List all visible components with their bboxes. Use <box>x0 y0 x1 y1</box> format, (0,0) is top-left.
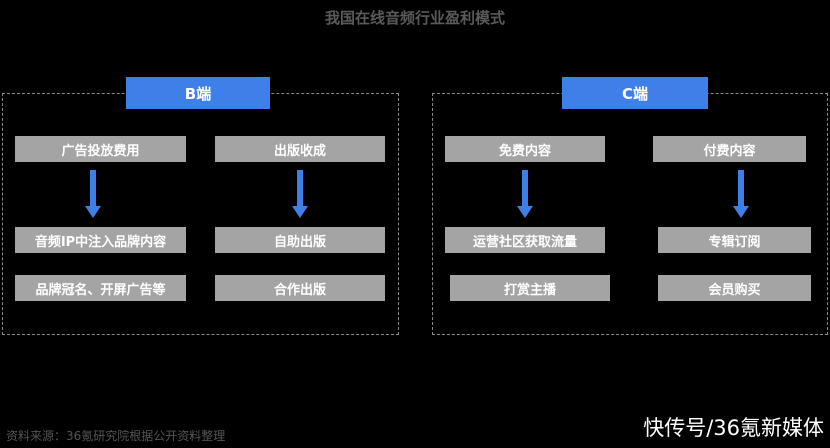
b-col1-arrow-down-icon <box>85 170 101 218</box>
b-co-publishing-box: 合作出版 <box>215 275 385 301</box>
source-note: 资料来源：36氪研究院根据公开资料整理 <box>6 429 226 443</box>
b-col2-arrow-down-icon <box>292 170 308 218</box>
b-publishing-income-box: 出版收成 <box>215 136 385 162</box>
b-sponsor-ads-box: 品牌冠名、开屏广告等 <box>15 275 186 301</box>
c-col2-arrow-down-icon <box>733 170 749 218</box>
c-tip-host-box: 打赏主播 <box>450 275 610 301</box>
c-free-content-box: 免费内容 <box>445 136 605 162</box>
b-side-label: B端 <box>126 77 270 109</box>
c-col1-arrow-down-icon <box>517 170 533 218</box>
b-self-publishing-box: 自助出版 <box>215 227 385 253</box>
watermark: 快传号/36氪新媒体 <box>643 416 824 440</box>
c-membership-box: 会员购买 <box>658 275 811 301</box>
b-ip-brand-box: 音频IP中注入品牌内容 <box>15 227 186 253</box>
b-ad-fee-box: 广告投放费用 <box>15 136 186 162</box>
c-album-subscription-box: 专辑订阅 <box>658 227 811 253</box>
diagram-title: 我国在线音频行业盈利模式 <box>324 9 505 27</box>
c-side-label: C端 <box>562 77 708 109</box>
c-community-traffic-box: 运营社区获取流量 <box>445 227 605 253</box>
c-paid-content-box: 付费内容 <box>653 136 806 162</box>
